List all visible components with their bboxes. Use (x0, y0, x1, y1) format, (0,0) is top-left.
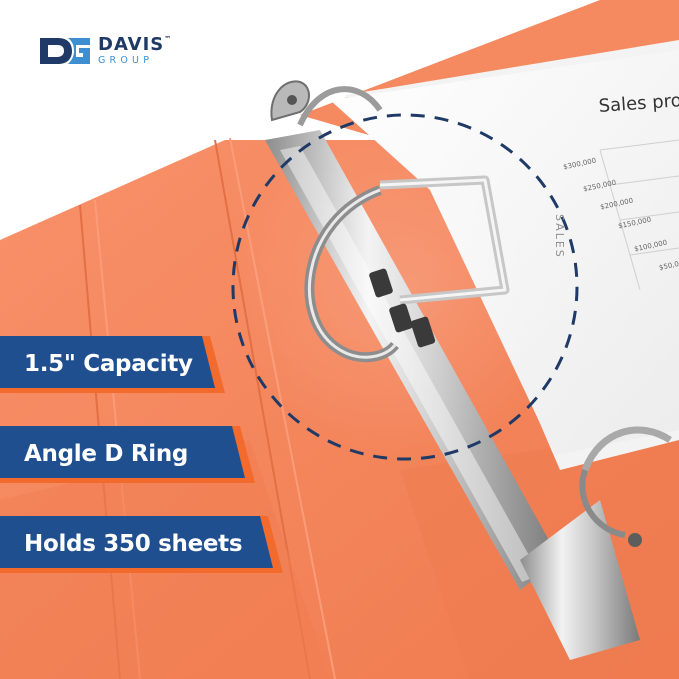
angle-d-ring-closeup (304, 175, 510, 363)
feature-banner-sheets: Holds 350 sheets (0, 516, 283, 573)
top-ring (297, 86, 383, 127)
lower-d-ring (579, 426, 672, 547)
brand-logo: DAVIS™ GROUP (38, 34, 172, 68)
banner-shape (0, 516, 283, 573)
feature-banner-ring: Angle D Ring (0, 426, 255, 483)
banner-shape (0, 426, 255, 483)
brand-name: DAVIS™ (98, 36, 172, 54)
chart-grid (599, 139, 679, 291)
davis-group-logo-icon (40, 38, 90, 64)
banner-shape (0, 336, 225, 393)
feature-label: Angle D Ring (24, 441, 189, 467)
zoom-callout (231, 113, 579, 461)
feature-label: 1.5" Capacity (24, 351, 193, 377)
brand-subtitle: GROUP (98, 55, 154, 67)
feature-banner-capacity: 1.5" Capacity (0, 336, 225, 393)
feature-label: Holds 350 sheets (24, 531, 243, 557)
trademark: ™ (164, 35, 173, 44)
brand-name-text: DAVIS (98, 34, 165, 56)
ring-mechanism-lower (520, 500, 640, 660)
top-rivet (270, 80, 310, 122)
logo-wordmark: DAVIS™ GROUP (98, 36, 172, 66)
document-axis-label: SALES (553, 214, 566, 259)
